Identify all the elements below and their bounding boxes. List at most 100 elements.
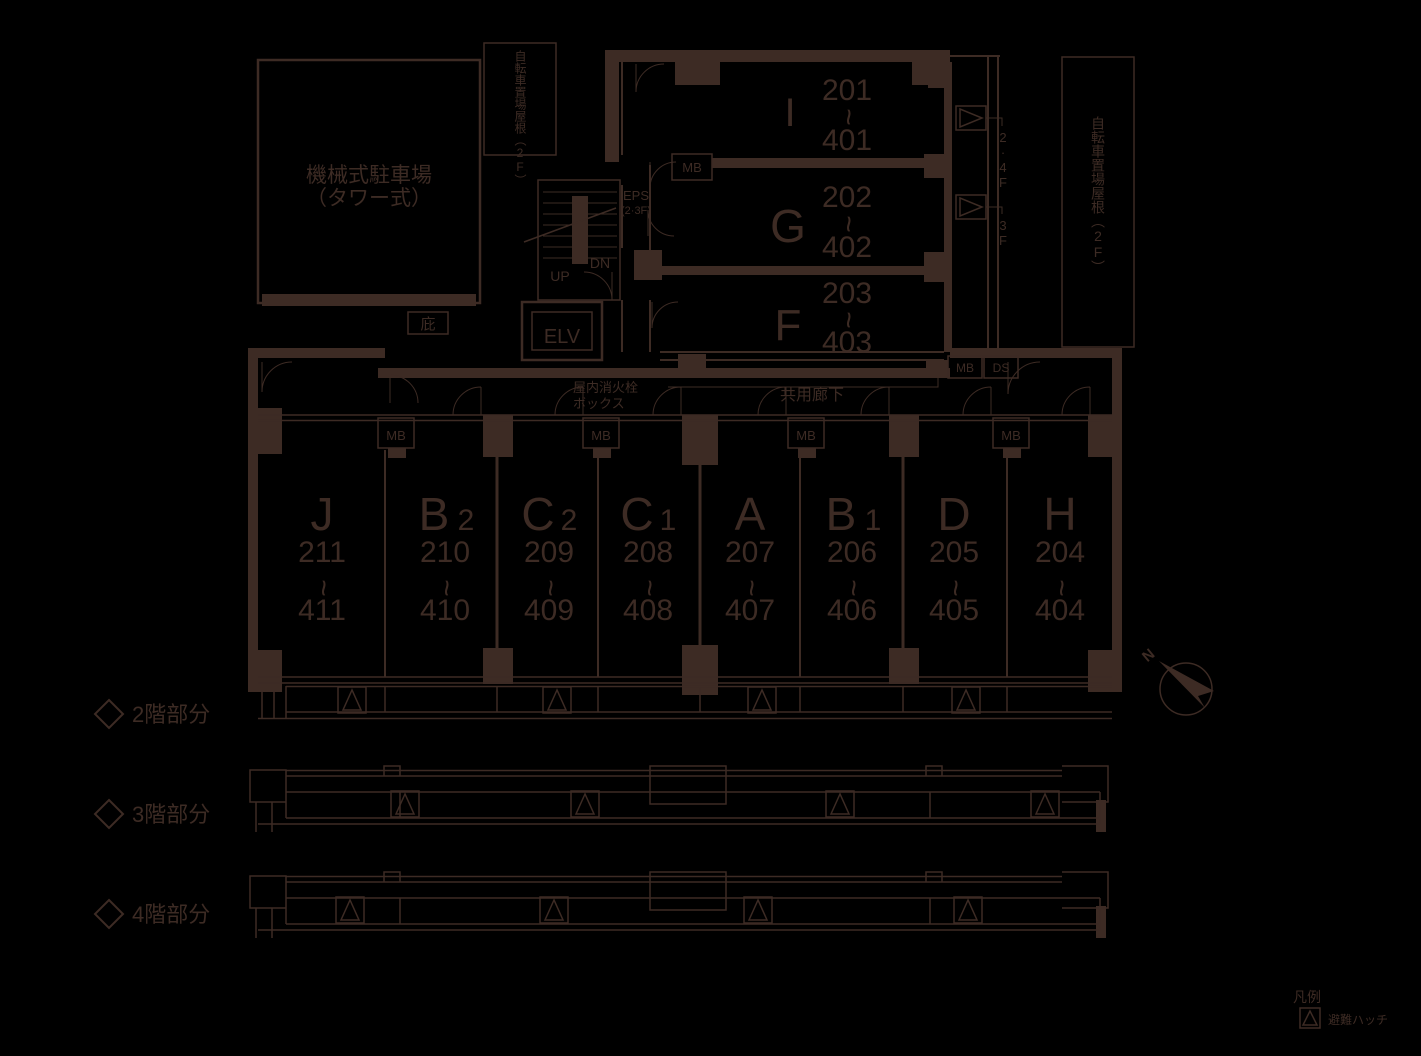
corridor-meter-boxes: MB MB MB MB xyxy=(377,417,1030,449)
unit-G-room-from: 202 xyxy=(822,181,872,214)
unit-B1-room-from: 206 xyxy=(827,536,877,569)
parking-label-line2: （タワー式） xyxy=(306,187,432,210)
meter-box-label: MB xyxy=(796,428,816,443)
bicycle-shed-roof-right: 自転車置場屋根（2F） xyxy=(1061,56,1135,348)
canopy-box xyxy=(407,311,449,335)
unit-C1-room-to: 408 xyxy=(623,594,673,627)
stair-door-arc xyxy=(583,271,613,301)
unit-J-tilde: ~ xyxy=(307,579,340,597)
meter-box-label: MB xyxy=(1001,428,1021,443)
unit-C1-tilde: ~ xyxy=(633,579,666,597)
lower-unit-labels: J 211 ~ 411 B 2 210 ~ 410 C 2 209 ~ 409 … xyxy=(298,488,1085,627)
bicycle-shed-top-label: 自転車置場屋根（2F） xyxy=(513,50,527,186)
elevator: ELV xyxy=(520,300,604,362)
unit-C2-room-to: 409 xyxy=(524,594,574,627)
meter-box-ds-boxes: MB DS xyxy=(947,355,1019,379)
meter-box-upper: MB xyxy=(671,153,713,181)
stairwell: UP DN xyxy=(523,179,621,301)
legend-hatch-box xyxy=(1299,1007,1321,1029)
unit-entry-door-arcs xyxy=(261,361,1091,416)
corridor-bottom-wall xyxy=(258,414,1112,422)
unit-G-tilde: ~ xyxy=(832,215,865,233)
hydrant-label-line2: ボックス xyxy=(573,396,625,411)
bicycle-shed-roof-top: 自転車置場屋根（2F） xyxy=(483,42,557,186)
unit-A-letter: A xyxy=(735,488,766,540)
unit-C2-tilde: ~ xyxy=(534,579,567,597)
eps-label-line1: EPS xyxy=(623,188,649,203)
unit-G: G 202 ~ 402 xyxy=(770,181,872,264)
meter-box-upper-label: MB xyxy=(682,160,702,175)
unit-B1-letter: B xyxy=(826,488,857,540)
floor-3F-label: 3階部分 xyxy=(132,802,210,827)
unit-C2-room-from: 209 xyxy=(524,536,574,569)
unit-H-room-to: 404 xyxy=(1035,594,1085,627)
unit-F-room-from: 203 xyxy=(822,277,872,310)
mechanical-parking-tower: 機械式駐車場 （タワー式） 庇 xyxy=(256,58,482,335)
unit-J-room-from: 211 xyxy=(298,536,346,569)
unit-B2-room-from: 210 xyxy=(420,536,470,569)
unit-D-letter: D xyxy=(937,488,970,540)
unit-B1-tilde: ~ xyxy=(837,579,870,597)
unit-party-walls xyxy=(495,455,905,677)
balcony-strip-4F xyxy=(249,871,1109,938)
meter-box-right-label: MB xyxy=(956,361,974,375)
diamond-icon xyxy=(93,898,125,930)
unit-J-letter: J xyxy=(311,488,334,540)
unit-B1-room-to: 406 xyxy=(827,594,877,627)
compass-needle xyxy=(1159,661,1214,708)
unit-C1-suffix: 1 xyxy=(660,504,677,537)
balcony-2F-outline xyxy=(258,676,1112,720)
side-hatch-3F: 3F xyxy=(955,194,1011,248)
floor-section-labels: 2階部分 3階部分 4階部分 xyxy=(93,698,210,930)
unit-B1-suffix: 1 xyxy=(865,504,882,537)
unit-B2-letter: B xyxy=(419,488,450,540)
unit-F: F 203 ~ 403 xyxy=(775,277,872,359)
unit-F-tilde: ~ xyxy=(832,311,865,329)
hydrant-leader-line xyxy=(668,378,939,388)
diamond-icon xyxy=(93,698,125,730)
unit-I-tilde: ~ xyxy=(832,108,865,126)
unit-H-letter: H xyxy=(1043,488,1076,540)
unit-D-tilde: ~ xyxy=(939,579,972,597)
elevator-label: ELV xyxy=(544,326,581,348)
unit-C1-room-from: 208 xyxy=(623,536,673,569)
legend-hatch-label: 避難ハッチ xyxy=(1328,1012,1388,1027)
meter-box-label: MB xyxy=(591,428,611,443)
side-hatch-2-4F-label: 2·4F xyxy=(996,130,1011,190)
stairs-down-label: DN xyxy=(590,255,610,271)
legend-hatch-triangle xyxy=(1301,1009,1319,1026)
bicycle-shed-right-label: 自転車置場屋根（2F） xyxy=(1090,116,1106,274)
side-hatch-3F-label: 3F xyxy=(996,218,1011,248)
unit-C2-letter: C xyxy=(521,488,554,540)
unit-G-room-to: 402 xyxy=(822,231,872,264)
unit-C2-suffix: 2 xyxy=(561,504,578,537)
eps-shaft: EPS (2·3F) xyxy=(621,188,651,217)
common-corridor: 共用廊下 屋内消火栓 ボックス xyxy=(573,378,939,411)
unit-I-room-from: 201 xyxy=(822,74,872,107)
unit-H-room-from: 204 xyxy=(1035,536,1085,569)
hydrant-label-line1: 屋内消火栓 xyxy=(573,380,638,395)
unit-B2-suffix: 2 xyxy=(458,504,475,537)
unit-A-room-to: 407 xyxy=(725,594,775,627)
unit-F-letter: F xyxy=(775,301,802,350)
parking-eave-shadow xyxy=(262,294,476,306)
unit-G-letter: G xyxy=(770,200,806,252)
upper-door-arcs xyxy=(635,63,679,329)
side-hatch-2-4F: 2·4F xyxy=(955,105,1011,190)
unit-divider-walls xyxy=(384,450,1008,677)
canopy-label: 庇 xyxy=(420,316,435,333)
corridor-label: 共用廊下 xyxy=(780,386,844,404)
unit-D-room-from: 205 xyxy=(929,536,979,569)
diamond-icon xyxy=(93,798,125,830)
unit-I-letter: I xyxy=(784,91,795,135)
unit-B2-room-to: 410 xyxy=(420,594,470,627)
unit-I: I 201 ~ 401 xyxy=(784,74,872,157)
unit-B2-tilde: ~ xyxy=(430,579,463,597)
unit-I-room-to: 401 xyxy=(822,124,872,157)
upper-block-walls xyxy=(621,55,1000,361)
unit-D-room-to: 405 xyxy=(929,594,979,627)
meter-box-label: MB xyxy=(386,428,406,443)
legend-title: 凡例 xyxy=(1293,989,1321,1005)
